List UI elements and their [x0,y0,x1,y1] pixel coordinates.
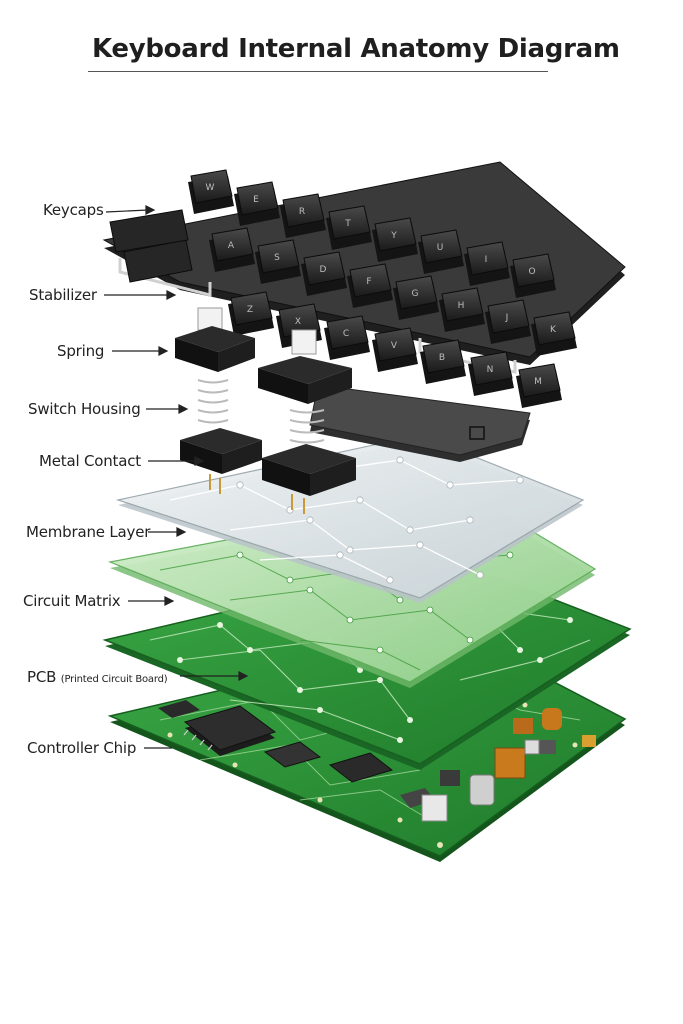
keycap-m: M [516,363,562,408]
key-switch-left [175,307,262,494]
keycap-legend: U [437,243,444,253]
keycap-i: I [464,241,510,286]
membrane-layer [115,434,585,603]
keycap-legend: Y [390,231,397,241]
label-pcb: PCB (Printed Circuit Board) [27,668,168,686]
keycap-wide [109,209,189,253]
keycap-legend: Z [247,305,253,315]
keycap-block: W E R T Y U I O A S D F G H J K Z X C V B N M [102,161,626,408]
keycap-a: A [209,227,255,272]
keycap-legend: F [366,277,371,287]
label-switch-housing: Switch Housing [28,400,141,418]
label-controller-chip: Controller Chip [27,739,137,757]
keycap-legend: V [391,341,398,351]
keycap-legend: S [274,253,280,263]
keycap-h: H [439,287,485,332]
keycap-v: V [372,327,418,372]
label-circuit-matrix: Circuit Matrix [23,592,121,610]
keycap-legend: O [528,267,535,277]
keycap-legend: K [550,325,557,335]
keycap-legend: N [487,365,494,375]
keycap-legend: W [206,183,215,193]
label-metal-contact: Metal Contact [39,452,141,470]
keycap-z: Z [228,291,274,336]
keycap-j: J [485,299,531,344]
keycap-legend: C [343,329,349,339]
label-pcb-sub: (Printed Circuit Board) [60,674,168,685]
diagram-title: Keyboard Internal Anatomy Diagram [92,34,620,64]
keycap-w: W [188,169,234,214]
key-switch-right [258,329,356,514]
keycap-f: F [347,263,393,308]
keycap-legend: J [505,313,509,323]
controller-chip [183,705,277,756]
keycap-legend: E [253,195,259,205]
keycap-e: E [234,181,280,226]
keycap-k: K [531,311,577,356]
keycap-u: U [418,229,464,274]
keycap-legend: M [534,377,542,387]
stabilizer-bar [309,384,531,462]
keycap-c: C [324,315,370,360]
leader-arrows [104,205,249,749]
keycap-t: T [326,205,372,250]
keycap-legend: T [344,219,351,229]
keycap-s: S [255,239,301,284]
label-membrane-layer: Membrane Layer [26,523,151,541]
keycap-legend: A [228,241,235,251]
keycap-legend: G [412,289,419,299]
keycap-n: N [468,351,514,396]
label-keycaps: Keycaps [43,201,104,219]
keycap-legend: B [439,353,445,363]
keycap-legend: I [485,255,488,265]
keycap-r: R [280,193,326,238]
label-stabilizer: Stabilizer [29,286,97,304]
keycap-legend: D [320,265,327,275]
keycap-b: B [420,339,466,384]
label-spring: Spring [57,342,105,360]
keycap-legend: X [295,317,301,327]
keycap-legend: R [299,207,305,217]
keycap-o: O [510,253,556,298]
label-pcb-main: PCB [27,668,57,686]
keycap-d: D [301,251,347,296]
keycap-y: Y [372,217,418,262]
title-underline [88,71,548,72]
keycap-g: G [393,275,439,320]
keycap-legend: H [458,301,465,311]
